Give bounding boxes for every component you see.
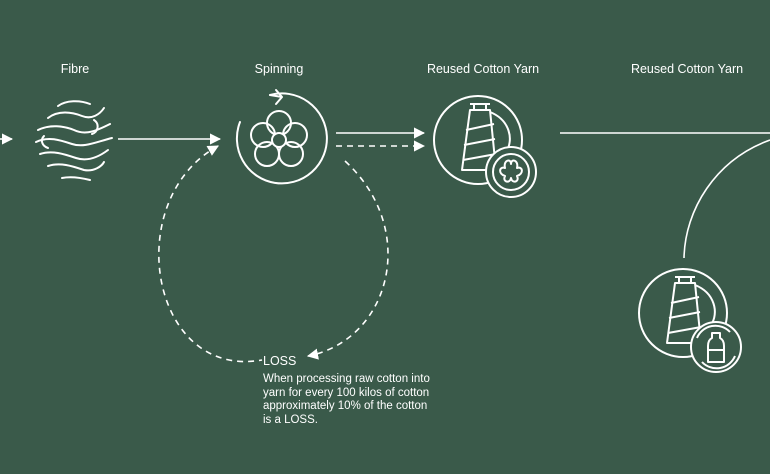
loss-title: LOSS xyxy=(263,354,297,368)
reused-cotton-yarn-label-1: Reused Cotton Yarn xyxy=(426,62,540,76)
fibre-label: Fibre xyxy=(60,62,90,76)
loss-description: When processing raw cotton into yarn for… xyxy=(263,373,430,426)
loss-return-dashed-arrow xyxy=(158,145,263,363)
recycled-bottle-icon xyxy=(690,321,742,373)
loss-outgoing-dashed-arrow xyxy=(306,160,389,360)
cotton-yarn-icon xyxy=(433,95,523,185)
spinning-label: Spinning xyxy=(254,62,304,76)
fibre-icon xyxy=(35,100,113,181)
return-arc-line xyxy=(683,139,770,259)
reused-cotton-yarn-label-2: Reused Cotton Yarn xyxy=(630,62,744,76)
spinning-icon xyxy=(235,89,328,185)
cotton-boll-icon xyxy=(485,146,537,198)
